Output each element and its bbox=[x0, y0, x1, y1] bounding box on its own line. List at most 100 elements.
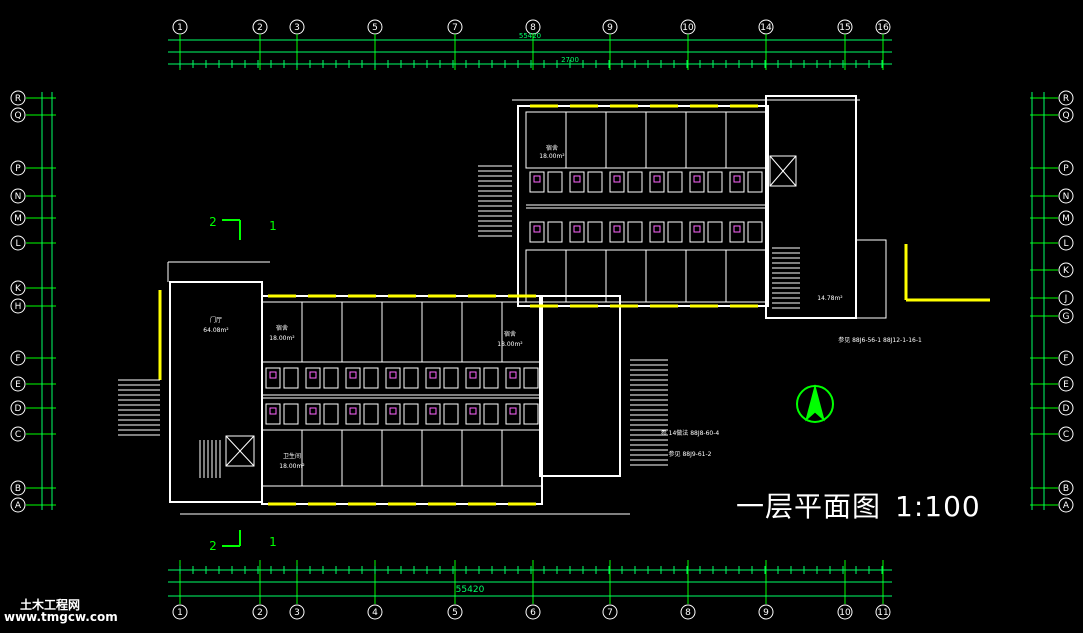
drawing-scale: 1:100 bbox=[895, 490, 981, 523]
north-arrow-pointer bbox=[805, 384, 825, 422]
left-axis-M-label: M bbox=[14, 214, 22, 224]
left-wing-body bbox=[261, 295, 543, 505]
washroom bbox=[265, 367, 281, 389]
dorm-area: 18.00m² bbox=[279, 463, 305, 470]
drawing-title-text: 一层平面图 bbox=[736, 490, 882, 523]
fixture bbox=[573, 175, 581, 183]
washroom bbox=[425, 367, 441, 389]
washroom bbox=[523, 403, 539, 425]
washroom bbox=[323, 403, 339, 425]
bottom-axis-9-label: 9 bbox=[763, 608, 769, 618]
left-axis-E-label: E bbox=[15, 380, 21, 390]
washroom bbox=[523, 367, 539, 389]
shaft bbox=[769, 155, 797, 187]
fixture bbox=[613, 175, 621, 183]
center-link bbox=[539, 295, 621, 477]
washroom bbox=[547, 221, 563, 243]
fixture bbox=[733, 175, 741, 183]
dorm-room-north bbox=[461, 301, 503, 363]
bottom-axis-3-label: 3 bbox=[294, 608, 300, 618]
washroom bbox=[689, 221, 705, 243]
dorm-label: 宿舍 bbox=[276, 324, 288, 332]
top-axis-3-label: 3 bbox=[294, 23, 300, 33]
right-axis-A-label: A bbox=[1063, 501, 1070, 511]
right-axis-Q-label: Q bbox=[1062, 111, 1069, 121]
left-axis-Q-label: Q bbox=[14, 111, 21, 121]
bottom-axis-6-circle bbox=[525, 604, 541, 620]
washroom bbox=[627, 221, 643, 243]
fixture bbox=[533, 175, 541, 183]
dorm-room-south bbox=[645, 249, 687, 303]
right-axis-B-label: B bbox=[1063, 484, 1069, 494]
dorm-room-south bbox=[301, 429, 343, 487]
left-axis-D-label: D bbox=[15, 404, 22, 414]
dorm-room-south bbox=[381, 429, 423, 487]
bottom-axis-2-circle bbox=[252, 604, 268, 620]
watermark-url: www.tmgcw.com bbox=[4, 610, 118, 624]
left-axis-P-circle bbox=[10, 160, 26, 176]
right-axis-C-circle bbox=[1058, 426, 1074, 442]
right-axis-L-circle bbox=[1058, 235, 1074, 251]
right-axis-J-circle bbox=[1058, 290, 1074, 306]
top-axis-1-label: 1 bbox=[177, 23, 183, 33]
bottom-axis-11-circle bbox=[875, 604, 891, 620]
note-3: 参见 88J9-61-2 bbox=[669, 450, 712, 458]
washroom bbox=[529, 171, 545, 193]
dorm-room-south bbox=[421, 429, 463, 487]
top-axis-15-label: 15 bbox=[839, 23, 850, 33]
shaft-x bbox=[769, 155, 797, 187]
washroom bbox=[505, 403, 521, 425]
top-axis-8-label: 8 bbox=[530, 23, 536, 33]
fixture bbox=[389, 371, 397, 379]
left-axis-L-label: L bbox=[15, 239, 20, 249]
dorm-room-north bbox=[381, 301, 423, 363]
bottom-axis-3-circle bbox=[289, 604, 305, 620]
shaft bbox=[225, 435, 255, 467]
dorm-room-south bbox=[685, 249, 727, 303]
washroom bbox=[305, 403, 321, 425]
left-axis-R-circle bbox=[10, 90, 26, 106]
washroom bbox=[403, 367, 419, 389]
washroom bbox=[707, 171, 723, 193]
left-axis-L-circle bbox=[10, 235, 26, 251]
washroom bbox=[609, 221, 625, 243]
washroom bbox=[609, 171, 625, 193]
top-mid-dim: 2700 bbox=[561, 56, 579, 64]
fixture bbox=[429, 371, 437, 379]
fixture bbox=[509, 371, 517, 379]
dorm-area: 18.00m² bbox=[539, 153, 565, 160]
left-axis-N-label: N bbox=[15, 192, 22, 202]
washroom bbox=[649, 221, 665, 243]
bottom-axis-7-circle bbox=[602, 604, 618, 620]
dorm-room-south bbox=[461, 429, 503, 487]
dorm-area: 18.00m² bbox=[269, 335, 295, 342]
fixture bbox=[429, 407, 437, 415]
left-axis-H-circle bbox=[10, 298, 26, 314]
right-axis-N-circle bbox=[1058, 188, 1074, 204]
fixture bbox=[269, 371, 277, 379]
right-axis-K-circle bbox=[1058, 262, 1074, 278]
left-axis-A-label: A bbox=[15, 501, 22, 511]
right-wing-stair bbox=[765, 95, 857, 319]
right-axis-R-circle bbox=[1058, 90, 1074, 106]
left-axis-R-label: R bbox=[15, 94, 21, 104]
fixture bbox=[469, 407, 477, 415]
left-axis-C-circle bbox=[10, 426, 26, 442]
left-axis-N-circle bbox=[10, 188, 26, 204]
right-axis-P-label: P bbox=[1063, 164, 1069, 174]
right-axis-L-label: L bbox=[1063, 239, 1068, 249]
washroom bbox=[403, 403, 419, 425]
fixture bbox=[469, 371, 477, 379]
dorm-label: 宿舍 bbox=[546, 144, 558, 152]
dorm-room-north bbox=[301, 301, 343, 363]
fixture bbox=[349, 371, 357, 379]
bottom-axis-5-label: 5 bbox=[452, 608, 458, 618]
washroom bbox=[547, 171, 563, 193]
fixture bbox=[733, 225, 741, 233]
fixture bbox=[653, 225, 661, 233]
dorm-room-north bbox=[685, 111, 727, 169]
washroom bbox=[425, 403, 441, 425]
washroom bbox=[483, 403, 499, 425]
right-axis-F-label: F bbox=[1063, 354, 1068, 364]
